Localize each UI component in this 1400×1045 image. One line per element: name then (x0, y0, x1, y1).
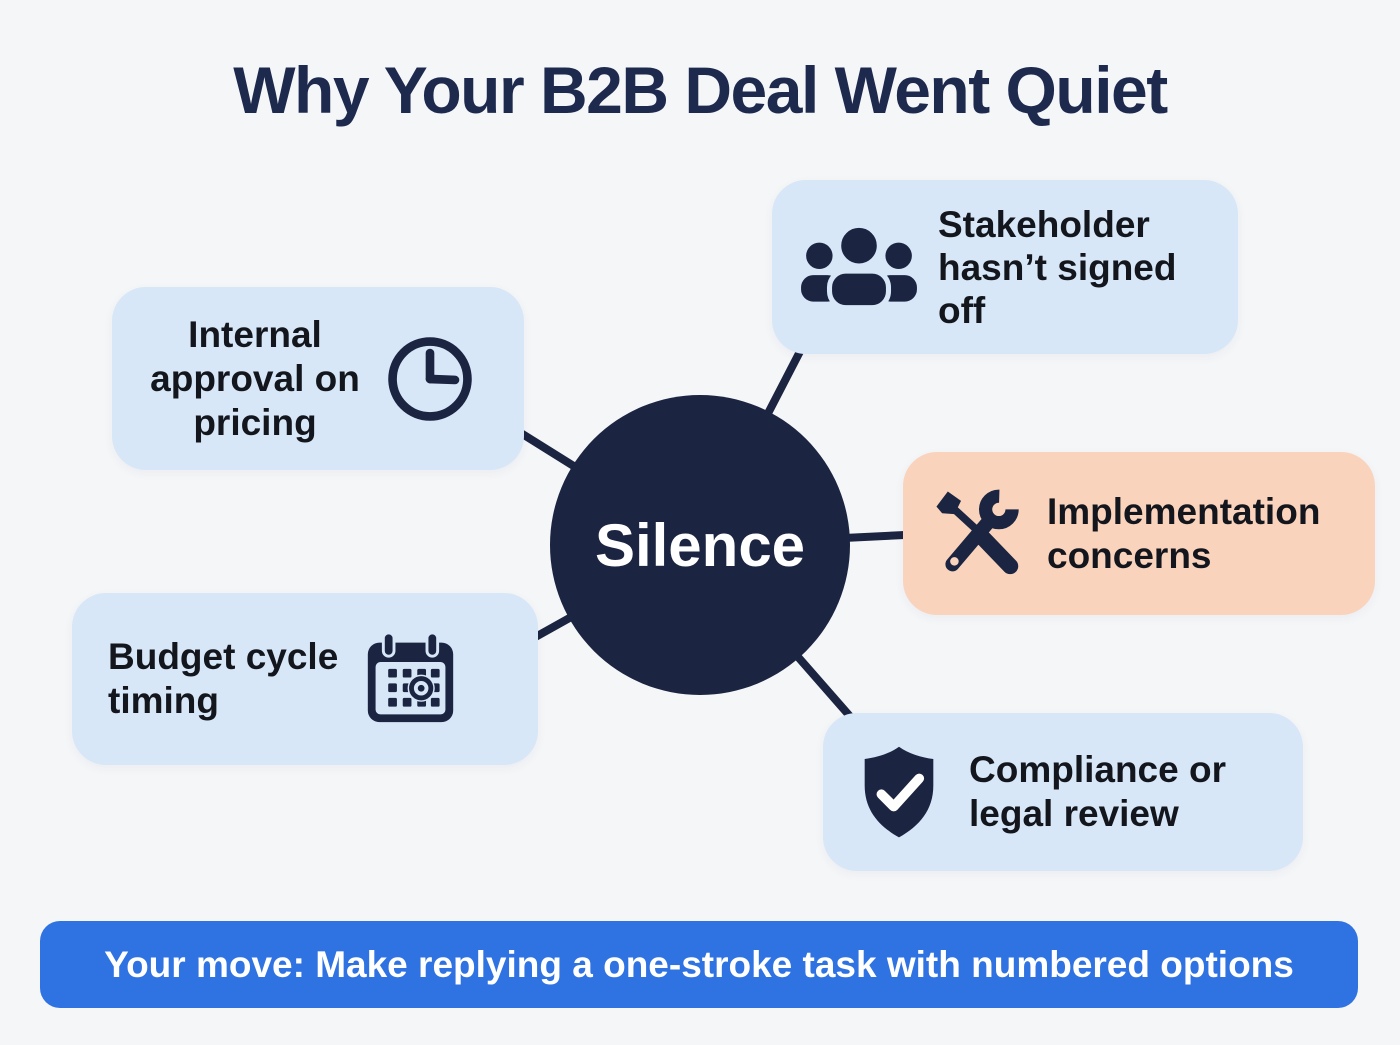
people-icon (801, 222, 917, 311)
shield-check-icon (864, 746, 934, 837)
page-title: Why Your B2B Deal Went Quiet (233, 53, 1168, 127)
node-internal-approval: Internal approval on pricing (112, 287, 524, 470)
node-budget-cycle: Budget cycle timing (72, 593, 538, 765)
clock-icon (388, 336, 472, 421)
footer-banner-label: Your move: Make replying a one-stroke ta… (104, 943, 1294, 985)
calendar-icon (367, 630, 454, 722)
node-stakeholder-label: Stakeholder hasn’t signed off (938, 203, 1177, 331)
node-budget-label: Budget cycle timing (108, 636, 339, 721)
node-implementation-label: Implementation concerns (1047, 490, 1321, 576)
node-internal-approval-label: Internal approval on pricing (150, 313, 360, 443)
center-node-label: Silence (594, 511, 806, 579)
node-compliance-legal: Compliance or legal review (823, 713, 1303, 871)
tools-icon (936, 489, 1019, 574)
center-node-silence: Silence (550, 395, 850, 695)
node-implementation-concerns: Implementation concerns (903, 452, 1375, 615)
footer-banner: Your move: Make replying a one-stroke ta… (40, 921, 1358, 1008)
node-stakeholder: Stakeholder hasn’t signed off (772, 180, 1238, 354)
node-compliance-label: Compliance or legal review (969, 749, 1226, 834)
